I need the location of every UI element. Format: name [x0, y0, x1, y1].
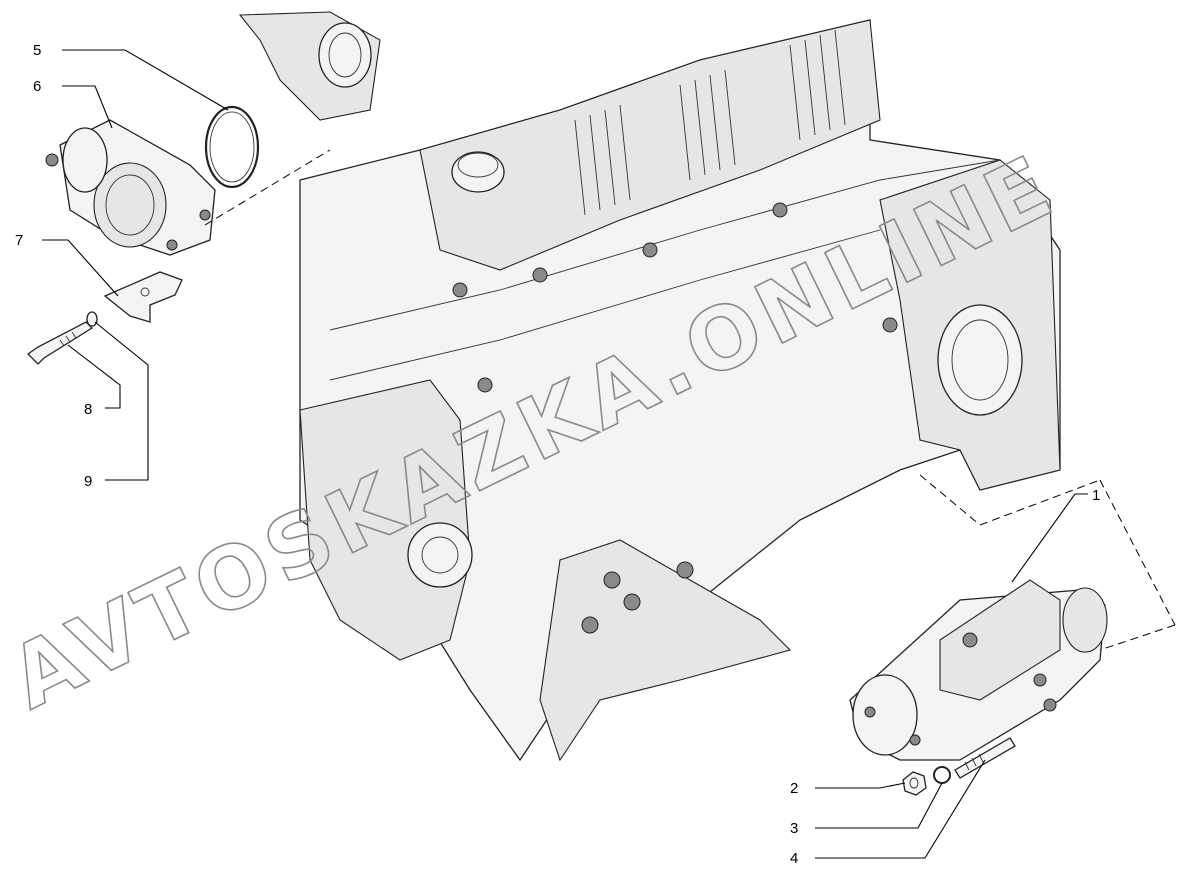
oil-filler-cap: [451, 151, 505, 193]
crank-pulley-seat: [407, 522, 473, 588]
callout-7: 7: [15, 232, 23, 249]
throttle-bracket[interactable]: [103, 271, 183, 323]
callout-8: 8: [84, 401, 92, 418]
seal-ring[interactable]: [204, 105, 260, 189]
starter-motor[interactable]: [849, 579, 1108, 761]
engine-block: [238, 11, 1061, 762]
lock-washer[interactable]: [933, 766, 951, 784]
callout-9: 9: [84, 473, 92, 490]
callout-6: 6: [33, 78, 41, 95]
bolt[interactable]: [26, 321, 94, 365]
leader-lines: [42, 49, 1088, 859]
valve-cover-ribs: [574, 29, 846, 216]
timing-cover: [299, 379, 471, 661]
engine-mount-bracket: [539, 539, 792, 762]
nut[interactable]: [902, 771, 927, 796]
callout-4: 4: [790, 850, 798, 867]
callout-2: 2: [790, 780, 798, 797]
starter-opening: [937, 304, 1023, 416]
assembly-guide-lines: [204, 149, 1176, 651]
callout-labels: 1 2 3 4 5 6 7 8 9: [15, 42, 1100, 867]
stud[interactable]: [954, 737, 1016, 779]
callout-1: 1: [1092, 487, 1100, 504]
washer[interactable]: [86, 311, 98, 327]
callout-5: 5: [33, 42, 41, 59]
throttle-body[interactable]: [45, 119, 216, 256]
callout-3: 3: [790, 820, 798, 837]
